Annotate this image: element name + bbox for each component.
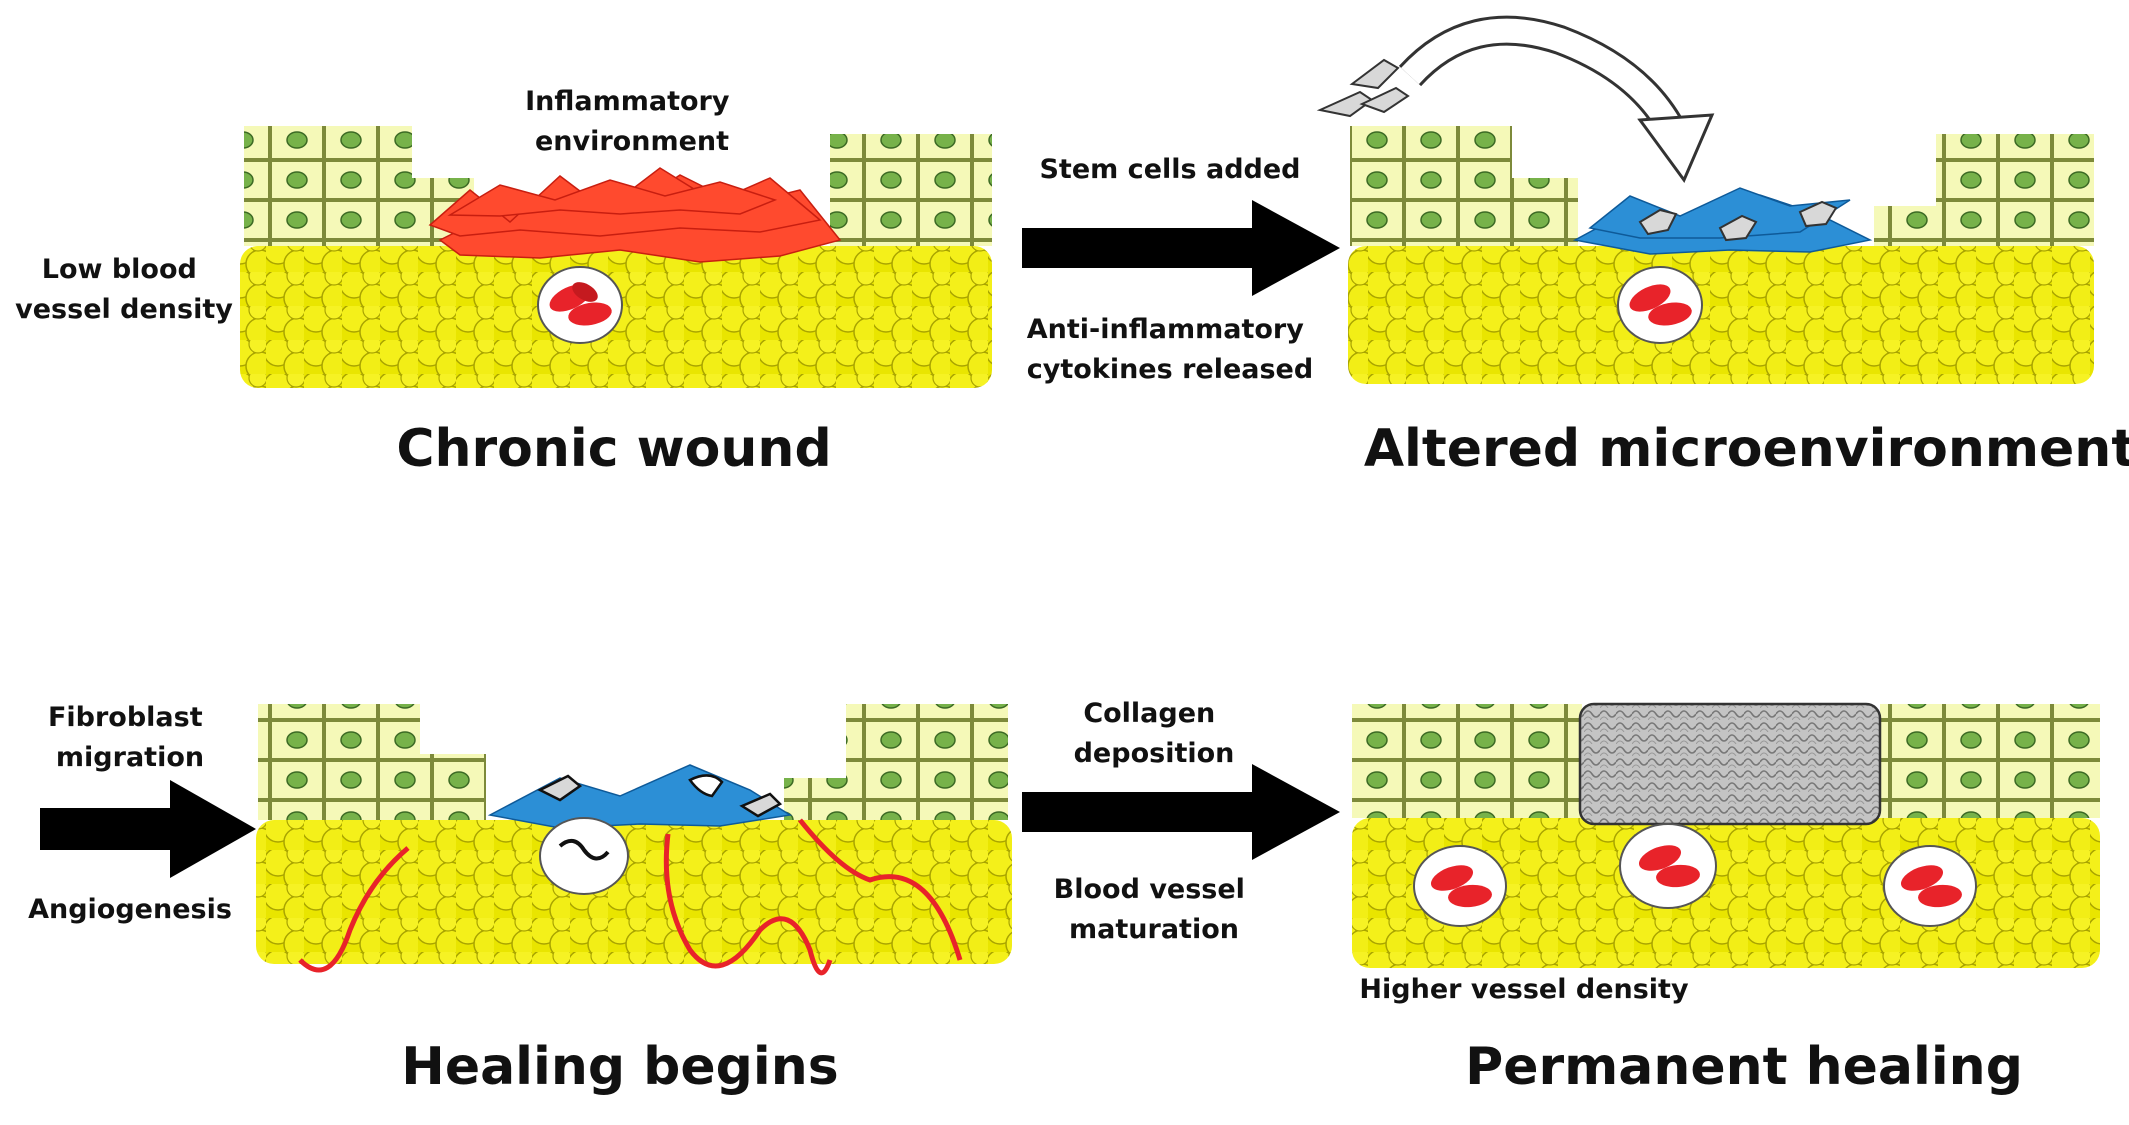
- collagen-deposition-label: Collagen deposition: [1074, 698, 1235, 769]
- panel-altered-microenvironment: [1316, 15, 2094, 384]
- epidermis-left: [1352, 704, 1582, 818]
- epidermis-right: [1880, 704, 2100, 818]
- epidermis-right: [830, 134, 992, 246]
- arrow-bottom: [1022, 764, 1340, 860]
- arrow-bottom-left: [40, 780, 256, 878]
- epidermis-left: [244, 126, 412, 246]
- arrow-top: [1022, 200, 1340, 296]
- panel-permanent-healing: [1352, 702, 2100, 968]
- fibroblasts: [537, 774, 783, 818]
- inflammatory-cells: [428, 167, 842, 263]
- new-capillaries: [298, 818, 963, 976]
- angiogenesis-label: Angiogenesis: [28, 894, 232, 925]
- epidermis-right-step: [784, 778, 846, 820]
- title-chronic-wound: Chronic wound: [396, 419, 831, 479]
- blood-vessel: [537, 266, 623, 344]
- stem-cell-delivery-arrow: [1398, 15, 1715, 184]
- title-permanent-healing: Permanent healing: [1465, 1037, 2023, 1097]
- mature-blood-vessels: [1413, 823, 1977, 927]
- blood-vessel: [539, 817, 629, 895]
- dermis-layer: [256, 820, 1012, 964]
- dermis-layer: [1348, 246, 2094, 384]
- epidermis-left: [1350, 126, 1512, 246]
- vessel-maturation-label: Blood vessel maturation: [1054, 874, 1255, 945]
- title-healing-begins: Healing begins: [401, 1037, 838, 1097]
- epidermis-left: [258, 704, 420, 820]
- collagen-scaffold: [1578, 702, 1882, 826]
- added-stem-cells: [1316, 58, 1410, 118]
- epidermis-right-step: [1874, 206, 1936, 246]
- epidermis-left-step: [420, 754, 486, 820]
- blood-vessel: [1617, 266, 1703, 344]
- stem-cells: [1638, 200, 1838, 242]
- epidermis-right: [846, 704, 1008, 820]
- fibroblast-migration-label: Fibroblast migration: [48, 702, 212, 773]
- migrating-cells: [487, 764, 793, 829]
- anti-inflammatory-label: Anti-inflammatory cytokines released: [1027, 314, 1313, 385]
- higher-vessel-density-label: Higher vessel density: [1359, 974, 1689, 1005]
- inflammatory-label: Inflammatory environment: [525, 86, 739, 157]
- panel-healing-begins: [256, 704, 1012, 976]
- low-vessel-label: Low blood vessel density: [15, 254, 233, 325]
- title-altered-microenvironment: Altered microenvironment: [1364, 419, 2129, 479]
- epidermis-right: [1936, 134, 2094, 246]
- epidermis-left-step: [1512, 178, 1578, 246]
- stem-cells-added-label: Stem cells added: [1039, 154, 1300, 185]
- panel-chronic-wound: [240, 126, 992, 388]
